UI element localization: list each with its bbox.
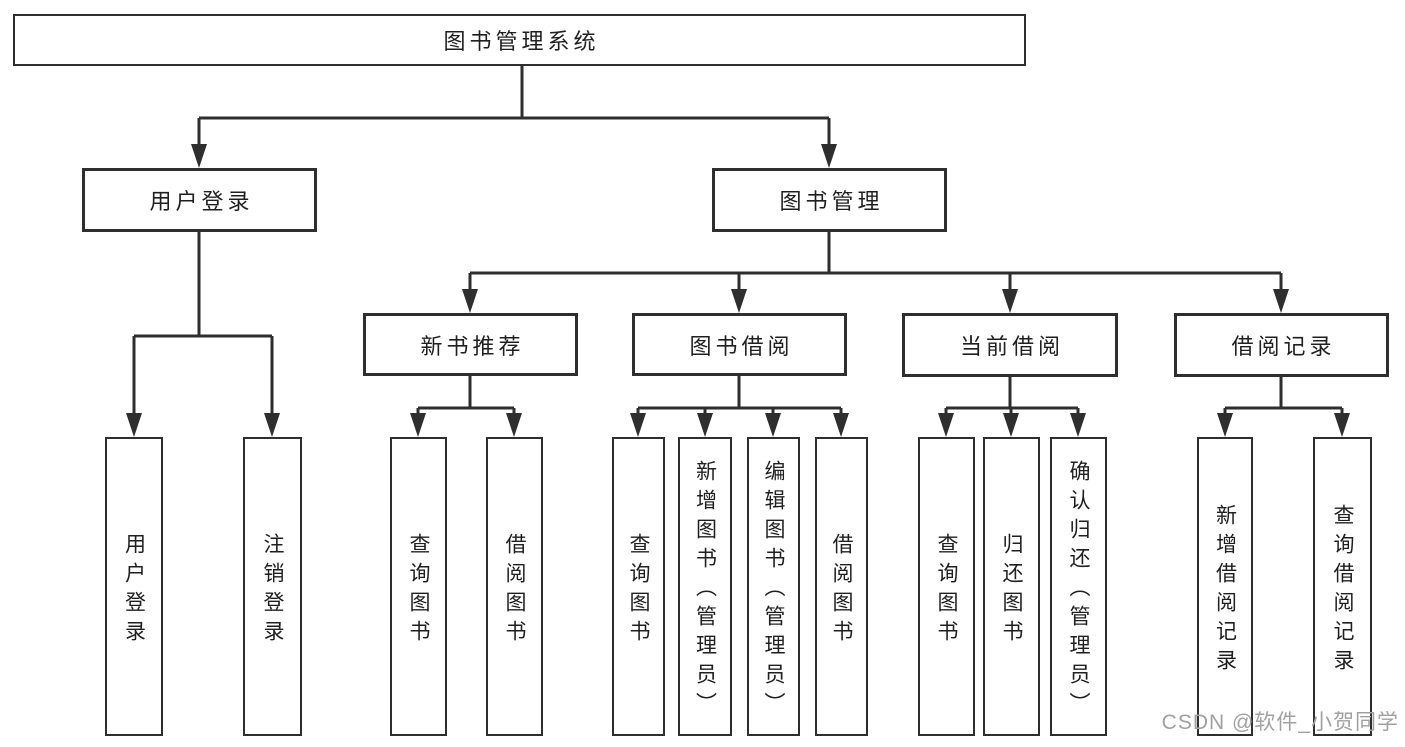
node-label: 查询借阅记录 [1331, 503, 1354, 678]
leaf-borrow-books-recommend: 借阅图书 [486, 437, 543, 736]
node-label: 借阅图书 [503, 532, 526, 649]
node-label: 查询图书 [935, 532, 958, 649]
leaf-query-books-borrow: 查询图书 [612, 437, 665, 736]
node-label: 新增借阅记录 [1213, 503, 1237, 678]
node-label: 图书借阅 [689, 333, 794, 359]
watermark: CSDN @软件_小贺同学 [1161, 711, 1399, 734]
leaf-return-books: 归还图书 [983, 437, 1040, 736]
node-current-borrow: 当前借阅 [902, 313, 1118, 377]
node-book-borrow: 图书借阅 [632, 313, 847, 376]
node-new-book-recommend: 新书推荐 [363, 313, 578, 376]
node-label: 新书推荐 [420, 333, 525, 359]
leaf-edit-books-admin: 编辑图书（管理员） [747, 437, 800, 736]
leaf-add-books-admin: 新增图书（管理员） [678, 437, 732, 736]
node-label: 借阅记录 [1231, 334, 1336, 359]
node-label: 借阅图书 [830, 532, 853, 649]
node-user-login: 用户登录 [82, 168, 317, 232]
node-book-management: 图书管理 [712, 168, 947, 232]
node-label: 编辑图书（管理员） [762, 460, 785, 721]
leaf-logout: 注销登录 [243, 437, 302, 736]
leaf-query-books-recommend: 查询图书 [390, 437, 447, 736]
node-label: 图书管理系统 [443, 29, 600, 54]
node-label: 用户登录 [149, 189, 254, 214]
leaf-user-login: 用户登录 [105, 437, 163, 736]
node-label: 注销登录 [261, 532, 284, 649]
node-label: 新增图书（管理员） [693, 460, 717, 721]
node-root: 图书管理系统 [13, 14, 1026, 66]
node-label: 查询图书 [407, 532, 430, 649]
leaf-add-borrow-record: 新增借阅记录 [1197, 437, 1253, 736]
leaf-confirm-return-admin: 确认归还（管理员） [1050, 437, 1107, 736]
node-label: 归还图书 [1000, 532, 1023, 649]
node-label: 查询图书 [627, 532, 650, 649]
leaf-borrow-books: 借阅图书 [815, 437, 868, 736]
node-label: 用户登录 [122, 532, 146, 649]
node-label: 当前借阅 [959, 334, 1064, 359]
leaf-query-books-current: 查询图书 [918, 437, 975, 736]
node-label: 确认归还（管理员） [1067, 460, 1090, 721]
leaf-query-borrow-record: 查询借阅记录 [1313, 437, 1372, 736]
node-borrow-records: 借阅记录 [1174, 313, 1389, 377]
node-label: 图书管理 [779, 189, 884, 214]
